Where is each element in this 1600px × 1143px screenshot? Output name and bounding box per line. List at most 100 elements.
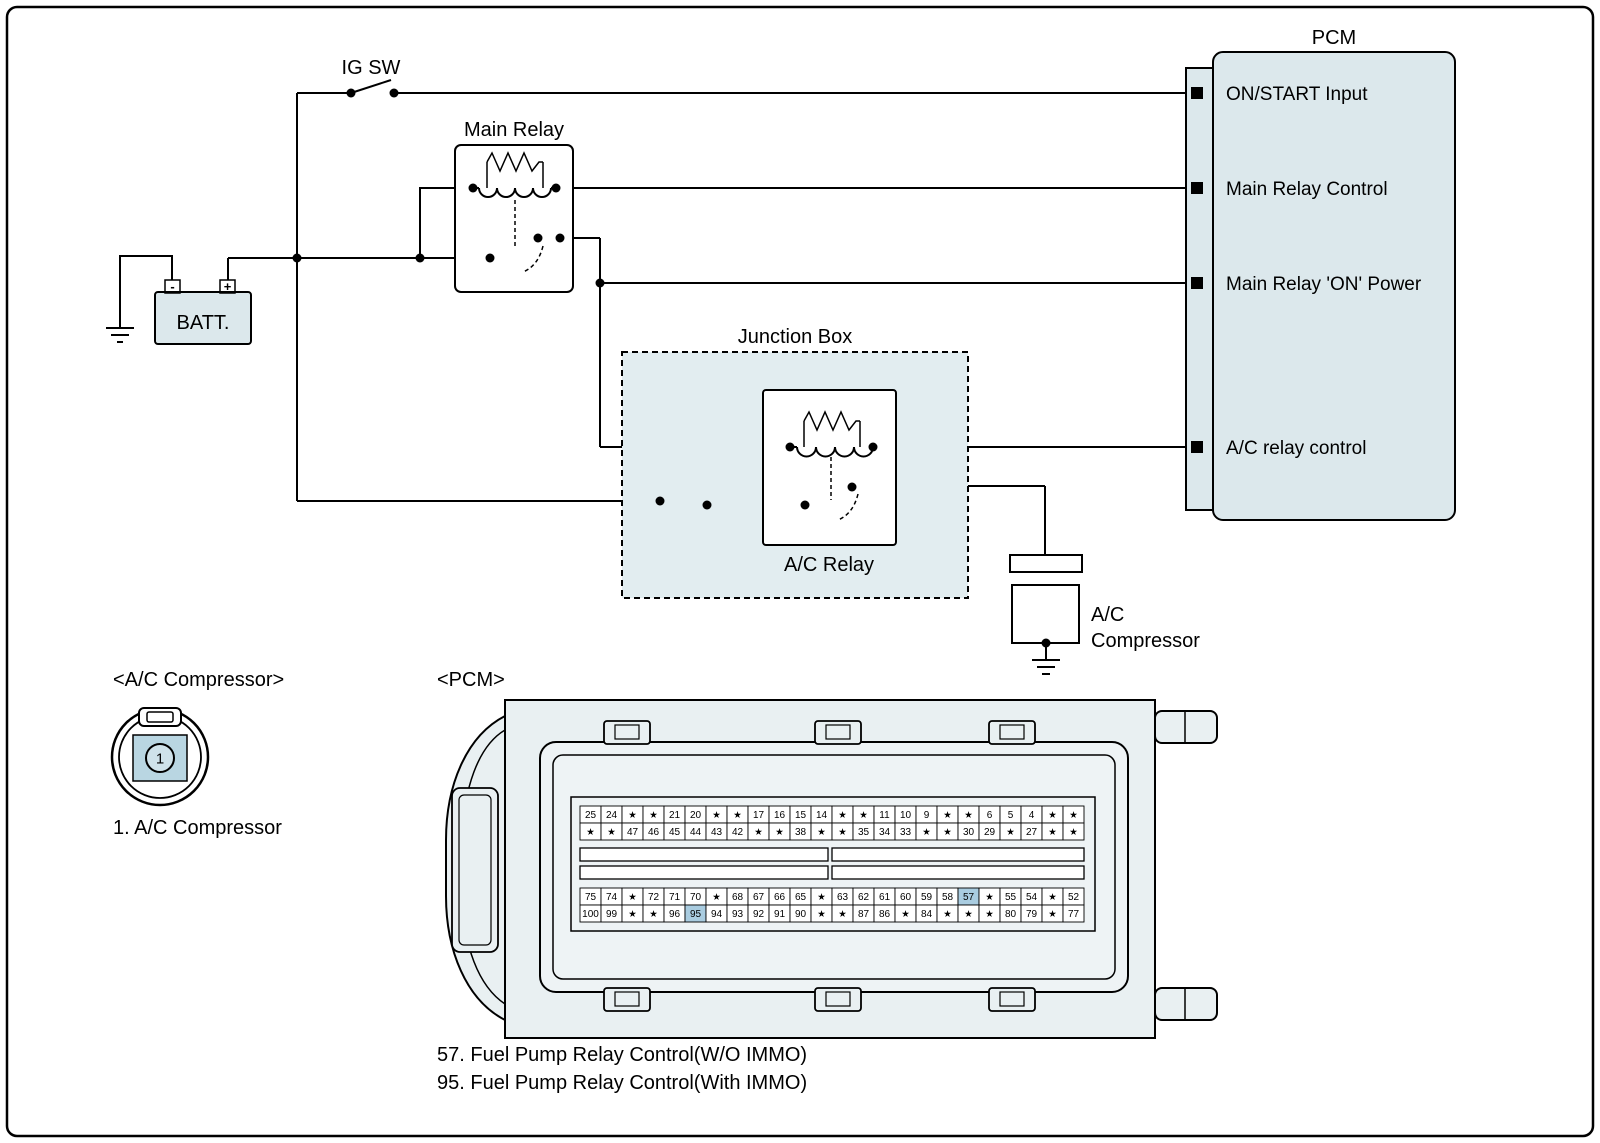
pcm-pin-star: ★: [943, 909, 952, 920]
pcm-pin-star: ★: [649, 909, 658, 920]
ac-connector-caption: 1. A/C Compressor: [113, 817, 282, 839]
pcm-box: [1212, 51, 1456, 521]
ac-compressor-cap: [1009, 554, 1083, 573]
pcm-pin-star: ★: [712, 892, 721, 903]
ac-relay-resistor: [803, 410, 860, 432]
battery-plus-label: +: [224, 279, 232, 294]
pcm-pin-number: 6: [987, 810, 993, 821]
pcm-pin-number: 10: [900, 810, 912, 821]
ac-relay-throw-arc: [837, 493, 859, 521]
pcm-pin-number: 59: [921, 892, 933, 903]
pcm-pin-star: ★: [1069, 810, 1078, 821]
pcm-pin-star: ★: [964, 909, 973, 920]
pcm-pin-number: 30: [963, 827, 975, 838]
ac-compressor-box: [1011, 584, 1080, 644]
pcm-pin-number: 24: [606, 810, 618, 821]
connector-tab-inner: [825, 991, 851, 1007]
pcm-pin-square: [1191, 182, 1203, 194]
connector-housing-frame: [552, 754, 1116, 980]
pcm-pin-square: [1191, 277, 1203, 289]
pcm-pin-star: ★: [817, 827, 826, 838]
pcm-pin-label-mainrelay-control: Main Relay Control: [1226, 179, 1388, 200]
pcm-pin-number: 20: [690, 810, 702, 821]
battery-plus-terminal: [219, 279, 236, 294]
pcm-pin-number: 94: [711, 909, 723, 920]
pcm-pin-number: 54: [1026, 892, 1038, 903]
pcm-pin-number: 27: [1026, 827, 1038, 838]
pcm-pin-star: ★: [985, 909, 994, 920]
pcm-pin-star: ★: [754, 827, 763, 838]
pcm-pin-number: 55: [1005, 892, 1017, 903]
pcm-pin-star: ★: [733, 810, 742, 821]
connector-keyway: [138, 707, 182, 727]
ig-switch-contact-dot: [389, 88, 399, 98]
pcm-module: PCM ON/START Input Main Relay Control Ma…: [1185, 27, 1456, 521]
relay-contact-dot: [533, 233, 543, 243]
pcm-pin-star: ★: [775, 827, 784, 838]
pcm-pin-number: 79: [1026, 909, 1038, 920]
main-relay-resistor: [486, 151, 543, 173]
connector-tab-inner: [614, 991, 640, 1007]
junction-dot: [485, 253, 495, 263]
pcm-pin-number: 86: [879, 909, 891, 920]
pcm-pin-number: 4: [1029, 810, 1035, 821]
pcm-pin-star: ★: [712, 810, 721, 821]
ac-relay-box: [762, 389, 897, 546]
pcm-pin-number: 14: [816, 810, 828, 821]
pcm-pin-number: 67: [753, 892, 765, 903]
connector-right-tab-top: [1154, 710, 1218, 744]
pcm-pin-number: 16: [774, 810, 786, 821]
relay-contact-dot: [847, 482, 857, 492]
pcm-pin-star: ★: [943, 810, 952, 821]
pcm-pin-number: 46: [648, 827, 660, 838]
pcm-pin-star: ★: [838, 909, 847, 920]
pcm-pin-star: ★: [922, 827, 931, 838]
pcm-connector-drawing: <PCM>: [437, 669, 1218, 1094]
pcm-pin-star: ★: [817, 892, 826, 903]
junction-dot: [702, 500, 712, 510]
ac-relay-label: A/C Relay: [784, 554, 874, 576]
pcm-pin-star: ★: [649, 810, 658, 821]
battery-minus-terminal: [164, 279, 181, 294]
pcm-pin-number: 71: [669, 892, 681, 903]
main-relay-throw-arc: [522, 245, 544, 273]
pcm-pin-number: 62: [858, 892, 870, 903]
pcm-pin-number: 5: [1008, 810, 1014, 821]
junction-box: Junction Box A/C Relay: [621, 326, 969, 599]
pcm-pin-star: ★: [586, 827, 595, 838]
pcm-pin-star: ★: [985, 892, 994, 903]
connector-slot: [579, 865, 829, 880]
pcm-pin-number: 15: [795, 810, 807, 821]
ig-sw-label: IG SW: [342, 57, 401, 79]
pcm-pin-number: 72: [648, 892, 660, 903]
coil-terminal-dot: [868, 442, 878, 452]
pcm-pin-number: 34: [879, 827, 891, 838]
pcm-pin-star: ★: [1048, 827, 1057, 838]
relay-terminal-dot: [555, 233, 565, 243]
caption-pin-57: 57. Fuel Pump Relay Control(W/O IMMO): [437, 1044, 807, 1066]
pin-field-frame: [570, 796, 1096, 932]
battery-minus-label: -: [170, 279, 174, 294]
pcm-pin-number: 11: [879, 810, 890, 821]
junction-dot: [1041, 638, 1051, 648]
pcm-pin-number: 95: [690, 909, 702, 920]
connector-tab-inner: [999, 724, 1025, 740]
pcm-pin-number: 35: [858, 827, 870, 838]
pcm-pin-number: 99: [606, 909, 618, 920]
pcm-pin-star: ★: [838, 810, 847, 821]
ac-relay-coil: [796, 446, 874, 458]
pcm-pin-number: 60: [900, 892, 912, 903]
coil-terminal-dot: [468, 183, 478, 193]
pcm-pin-number: 75: [585, 892, 597, 903]
pcm-pin-number: 90: [795, 909, 807, 920]
ac-compressor-label-line2: Compressor: [1091, 630, 1200, 652]
junction-dots: [292, 88, 1051, 648]
pcm-pin-star: ★: [859, 810, 868, 821]
pcm-pin-square: [1191, 441, 1203, 453]
pcm-pin-star: ★: [1048, 909, 1057, 920]
connector-bottom-tabs: [603, 987, 1036, 1012]
pcm-pin-number: 70: [690, 892, 702, 903]
pcm-pin-number: 45: [669, 827, 681, 838]
pcm-pin-star: ★: [817, 909, 826, 920]
